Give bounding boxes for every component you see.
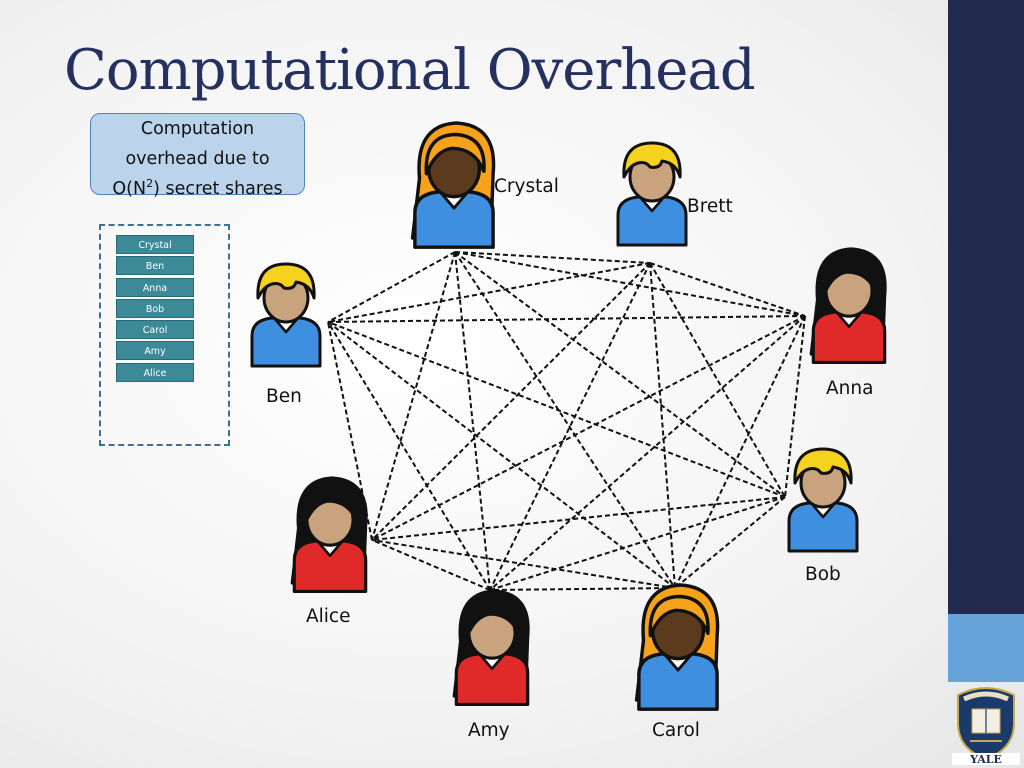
connection-line-brett-amy (489, 262, 651, 591)
avatar-bob (787, 447, 859, 553)
participant-label-alice: Alice (306, 606, 351, 627)
share-item-ben: Ben (116, 256, 194, 276)
connection-line-anna-amy (489, 315, 806, 591)
connection-line-crystal-amy (454, 251, 491, 591)
avatar-ben (250, 262, 322, 368)
avatar-amy (452, 589, 530, 706)
share-item-carol: Carol (116, 320, 194, 340)
connection-line-alice-ben (327, 321, 373, 541)
connection-line-amy-ben (327, 321, 491, 591)
connection-line-brett-alice (371, 262, 651, 541)
avatar-brett (616, 141, 688, 247)
avatar-anna (809, 247, 887, 364)
logo-wordmark: YALE (969, 753, 1002, 765)
participant-label-ben: Ben (266, 386, 302, 407)
connection-line-bob-carol (674, 496, 786, 589)
connection-line-brett-bob (649, 262, 786, 498)
avatar-crystal (410, 121, 496, 249)
callout-superscript: 2 (146, 177, 154, 191)
participant-label-carol: Carol (652, 720, 700, 741)
share-item-amy: Amy (116, 341, 194, 361)
connection-line-anna-ben (327, 315, 806, 323)
connection-line-crystal-bob (454, 251, 786, 498)
secret-share-store: Crystal Ben Anna Bob Carol Amy Alice (99, 224, 230, 446)
connection-line-anna-carol (674, 315, 806, 589)
connection-line-crystal-alice (371, 251, 456, 541)
connection-line-brett-ben (327, 262, 651, 323)
callout-line-3-pre: O(N (112, 179, 147, 199)
participant-label-amy: Amy (468, 720, 510, 741)
callout-line-2: overhead due to (125, 149, 270, 169)
participant-label-crystal: Crystal (494, 176, 559, 197)
participant-label-brett: Brett (687, 196, 733, 217)
connection-line-bob-ben (327, 321, 786, 498)
avatar-carol (634, 583, 720, 711)
connection-line-crystal-carol (454, 251, 676, 589)
callout-line-3: O(N2) secret shares (91, 174, 304, 204)
slide-title: Computational Overhead (64, 38, 756, 103)
connection-line-bob-alice (371, 496, 786, 541)
share-item-anna: Anna (116, 277, 194, 297)
avatar-alice (290, 476, 368, 593)
participant-label-anna: Anna (826, 378, 874, 399)
connection-line-anna-bob (784, 315, 806, 498)
participant-label-bob: Bob (805, 564, 841, 585)
share-item-crystal: Crystal (116, 235, 194, 254)
participant-mesh (250, 121, 887, 711)
connection-line-brett-carol (649, 262, 676, 589)
callout-line-3-post: ) secret shares (153, 179, 283, 199)
share-list: Crystal Ben Anna Bob Carol Amy Alice (116, 235, 194, 384)
yale-logo-icon: YALE (952, 687, 1020, 765)
share-item-bob: Bob (116, 298, 194, 318)
connection-line-crystal-ben (327, 251, 456, 323)
connection-line-carol-ben (327, 321, 676, 589)
connection-line-bob-amy (489, 496, 786, 591)
connection-line-anna-alice (371, 315, 806, 541)
sidebar-dark-band (948, 0, 1024, 614)
connection-line-crystal-brett (454, 251, 651, 264)
connection-line-carol-amy (489, 587, 676, 591)
share-item-alice: Alice (116, 362, 194, 382)
connection-line-amy-alice (371, 539, 491, 591)
connection-edges (327, 251, 806, 591)
callout-line-1: Computation (140, 119, 255, 139)
sidebar-light-band (948, 614, 1024, 682)
connection-line-carol-alice (371, 539, 676, 589)
overhead-callout: Computation overhead due to O(N2) secret… (90, 113, 305, 199)
connection-line-brett-anna (649, 262, 806, 317)
